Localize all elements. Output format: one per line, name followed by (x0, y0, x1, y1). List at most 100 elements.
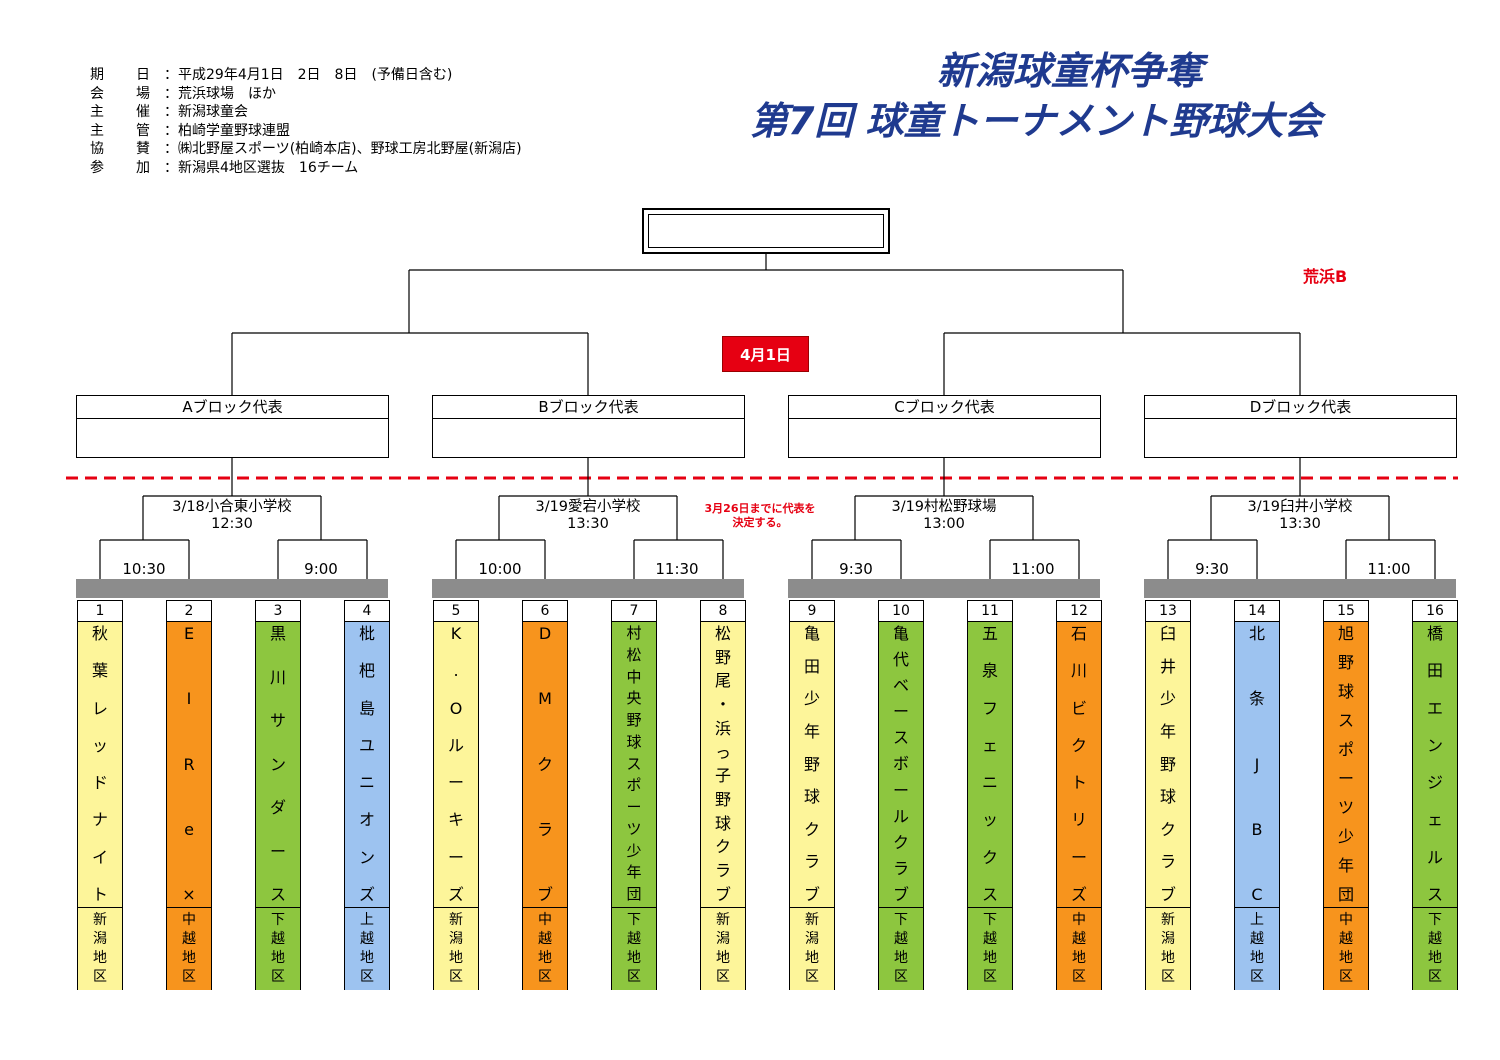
block-rep-label: Dブロック代表 (1145, 396, 1456, 419)
team-number: 8 (701, 601, 745, 622)
team-name: 松野尾・浜っ子野球クラブ (701, 622, 745, 908)
block-rep-label: Aブロック代表 (77, 396, 388, 419)
team-number: 1 (78, 601, 122, 622)
tournament-title: 新潟球童杯争奪 第7回 球童トーナメント野球大会 (720, 46, 1420, 146)
info-row: 参加：新潟県4地区選抜 16チーム (90, 159, 522, 178)
team-number: 5 (434, 601, 478, 622)
team-region: 下越地区 (1413, 908, 1457, 990)
match-time: 11:30 (655, 560, 699, 578)
team-name: 村松中央野球スポーツ少年団 (612, 622, 656, 908)
info-label: 期日 (90, 67, 150, 83)
team-region: 中越地区 (1324, 908, 1368, 990)
block-venue-date: 3/19臼井小学校 (1247, 499, 1353, 515)
info-label: 主催 (90, 104, 150, 120)
team-name: 枇杷島ユニオンズ (345, 622, 389, 908)
info-value: ：荒浜球場 ほか (164, 85, 276, 102)
event-info: 期日：平成29年4月1日 2日 8日 (予備日含む)会場：荒浜球場 ほか主催：新… (90, 66, 522, 177)
team-region: 下越地区 (879, 908, 923, 990)
block-final-time: 13:00 (923, 516, 965, 532)
match-time: 11:00 (1011, 560, 1055, 578)
block-final-time: 13:30 (567, 516, 609, 532)
block-grey-bar (788, 579, 1100, 598)
team-number: 2 (167, 601, 211, 622)
team-number: 6 (523, 601, 567, 622)
team-number: 9 (790, 601, 834, 622)
info-row: 会場 ：荒浜球場 ほか (90, 85, 522, 104)
team-number: 4 (345, 601, 389, 622)
title-line1: 新潟球童杯争奪 (936, 49, 1203, 93)
deadline-note: 3月26日までに代表を決定する。 (704, 502, 816, 529)
team-name: 黒川サンダース (256, 622, 300, 908)
champion-box (642, 208, 890, 254)
match-time: 10:30 (122, 560, 166, 578)
team-region: 新潟地区 (701, 908, 745, 990)
block-venue-date: 3/19愛宕小学校 (535, 499, 641, 515)
team-region: 中越地区 (167, 908, 211, 990)
info-label: 協賛 (90, 141, 150, 157)
team-region: 上越地区 (1235, 908, 1279, 990)
block-venue-date: 3/18小合東小学校 (172, 499, 292, 515)
team-number: 14 (1235, 601, 1279, 622)
match-time: 9:30 (1195, 560, 1229, 578)
info-value: ：㈱北野屋スポーツ(柏崎本店)、野球工房北野屋(新潟店) (164, 141, 522, 157)
block-grey-bar (76, 579, 388, 598)
team-name: 臼井少年野球クラブ (1146, 622, 1190, 908)
block-rep-box: Dブロック代表 (1144, 395, 1457, 458)
info-row: 協賛 ：㈱北野屋スポーツ(柏崎本店)、野球工房北野屋(新潟店) (90, 140, 522, 159)
team-region: 下越地区 (968, 908, 1012, 990)
block-final-time: 13:30 (1279, 516, 1321, 532)
info-value: ：柏崎学童野球連盟 (164, 122, 290, 139)
info-row: 主催：新潟球童会 (90, 103, 522, 122)
team-name: 五泉フェニックス (968, 622, 1012, 908)
info-row: 主管：柏崎学童野球連盟 (90, 122, 522, 141)
team-number: 13 (1146, 601, 1190, 622)
team-name: 秋葉レッドナイト (78, 622, 122, 908)
team-number: 15 (1324, 601, 1368, 622)
team-number: 3 (256, 601, 300, 622)
block-final-time: 12:30 (211, 516, 253, 532)
block-rep-box: Aブロック代表 (76, 395, 389, 458)
team-number: 7 (612, 601, 656, 622)
block-grey-bar (1144, 579, 1456, 598)
info-value: ：新潟県4地区選抜 16チーム (164, 159, 359, 176)
team-region: 下越地区 (612, 908, 656, 990)
match-time: 11:00 (1367, 560, 1411, 578)
info-value: ：平成29年4月1日 2日 8日 (予備日含む) (164, 67, 453, 83)
match-time: 10:00 (478, 560, 522, 578)
info-label: 会場 (90, 85, 150, 102)
final-date-badge: 4月1日 (722, 336, 809, 372)
team-number: 12 (1057, 601, 1101, 622)
block-rep-label: Bブロック代表 (433, 396, 744, 419)
match-time: 9:30 (839, 560, 873, 578)
team-region: 下越地区 (256, 908, 300, 990)
team-region: 新潟地区 (1146, 908, 1190, 990)
team-region: 中越地区 (1057, 908, 1101, 990)
team-name: 旭野球スポーツ少年団 (1324, 622, 1368, 908)
team-region: 新潟地区 (790, 908, 834, 990)
team-number: 16 (1413, 601, 1457, 622)
info-row: 期日 ：平成29年4月1日 2日 8日 (予備日含む) (90, 66, 522, 85)
team-name: 石川ビクトリーズ (1057, 622, 1101, 908)
